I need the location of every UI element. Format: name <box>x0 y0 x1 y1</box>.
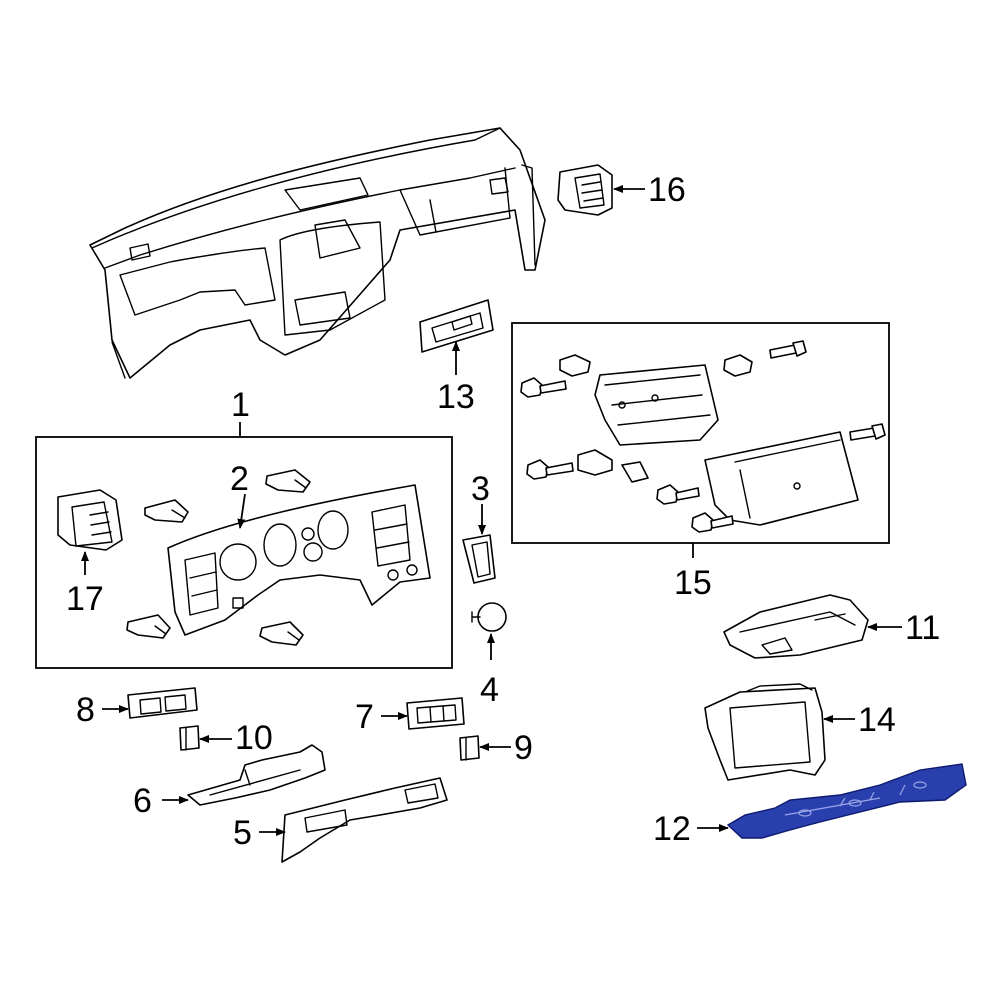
part-12-lower-panel-highlighted <box>726 763 967 839</box>
part-16-air-vent <box>557 164 613 216</box>
part-11-tray <box>723 594 869 659</box>
callout-9: 9 <box>514 729 533 767</box>
part-14-opening-trim <box>704 683 826 781</box>
part-2-cluster-bezel <box>167 484 431 636</box>
group-box-1 <box>35 436 453 669</box>
callout-15: 15 <box>674 564 712 602</box>
part-15-bolt-a <box>520 377 567 398</box>
part-clip-a <box>144 499 189 523</box>
callout-3: 3 <box>471 470 490 508</box>
part-clip-c <box>126 614 171 639</box>
callout-2: 2 <box>230 460 249 498</box>
part-13-trim-plate <box>419 299 494 353</box>
part-clip-b <box>265 469 311 493</box>
callout-8: 8 <box>76 691 95 729</box>
part-15-latch-a <box>577 449 613 476</box>
callout-13: 13 <box>437 378 475 416</box>
part-10-clip <box>179 725 200 751</box>
part-15-bolt-b <box>526 459 574 480</box>
part-15-bolt-d <box>849 423 886 441</box>
part-15-glove-box-door <box>704 431 859 526</box>
part-15-bolt-e <box>656 484 700 505</box>
callout-11: 11 <box>905 609 940 647</box>
callout-1: 1 <box>231 386 250 424</box>
dashboard-panel <box>89 127 546 379</box>
callout-7: 7 <box>355 698 374 736</box>
part-clip-d <box>259 621 304 646</box>
part-8-switch-panel <box>127 687 198 719</box>
callout-10: 10 <box>235 719 273 757</box>
part-7-switch <box>406 697 465 730</box>
callout-4: 4 <box>480 671 499 709</box>
part-15-glove-box-frame <box>594 364 719 446</box>
callout-16: 16 <box>648 171 686 209</box>
part-15-clip-a <box>559 354 591 377</box>
part-17-air-vent <box>57 489 123 551</box>
part-15-bolt-f <box>691 512 734 533</box>
callout-12: 12 <box>653 810 691 848</box>
part-4-knob <box>471 602 507 632</box>
group-box-15 <box>511 322 890 544</box>
part-15-clip-b <box>723 354 753 377</box>
callout-6: 6 <box>133 782 152 820</box>
part-15-bolt-c <box>769 340 807 359</box>
part-5-lower-panel <box>281 777 448 863</box>
part-15-latch-b <box>621 461 649 483</box>
callout-5: 5 <box>233 814 252 852</box>
part-3-bracket <box>462 534 496 584</box>
callout-14: 14 <box>858 701 896 739</box>
callout-17: 17 <box>66 580 104 618</box>
part-6-reinforcement <box>187 744 326 806</box>
part-9-clip <box>459 735 480 761</box>
